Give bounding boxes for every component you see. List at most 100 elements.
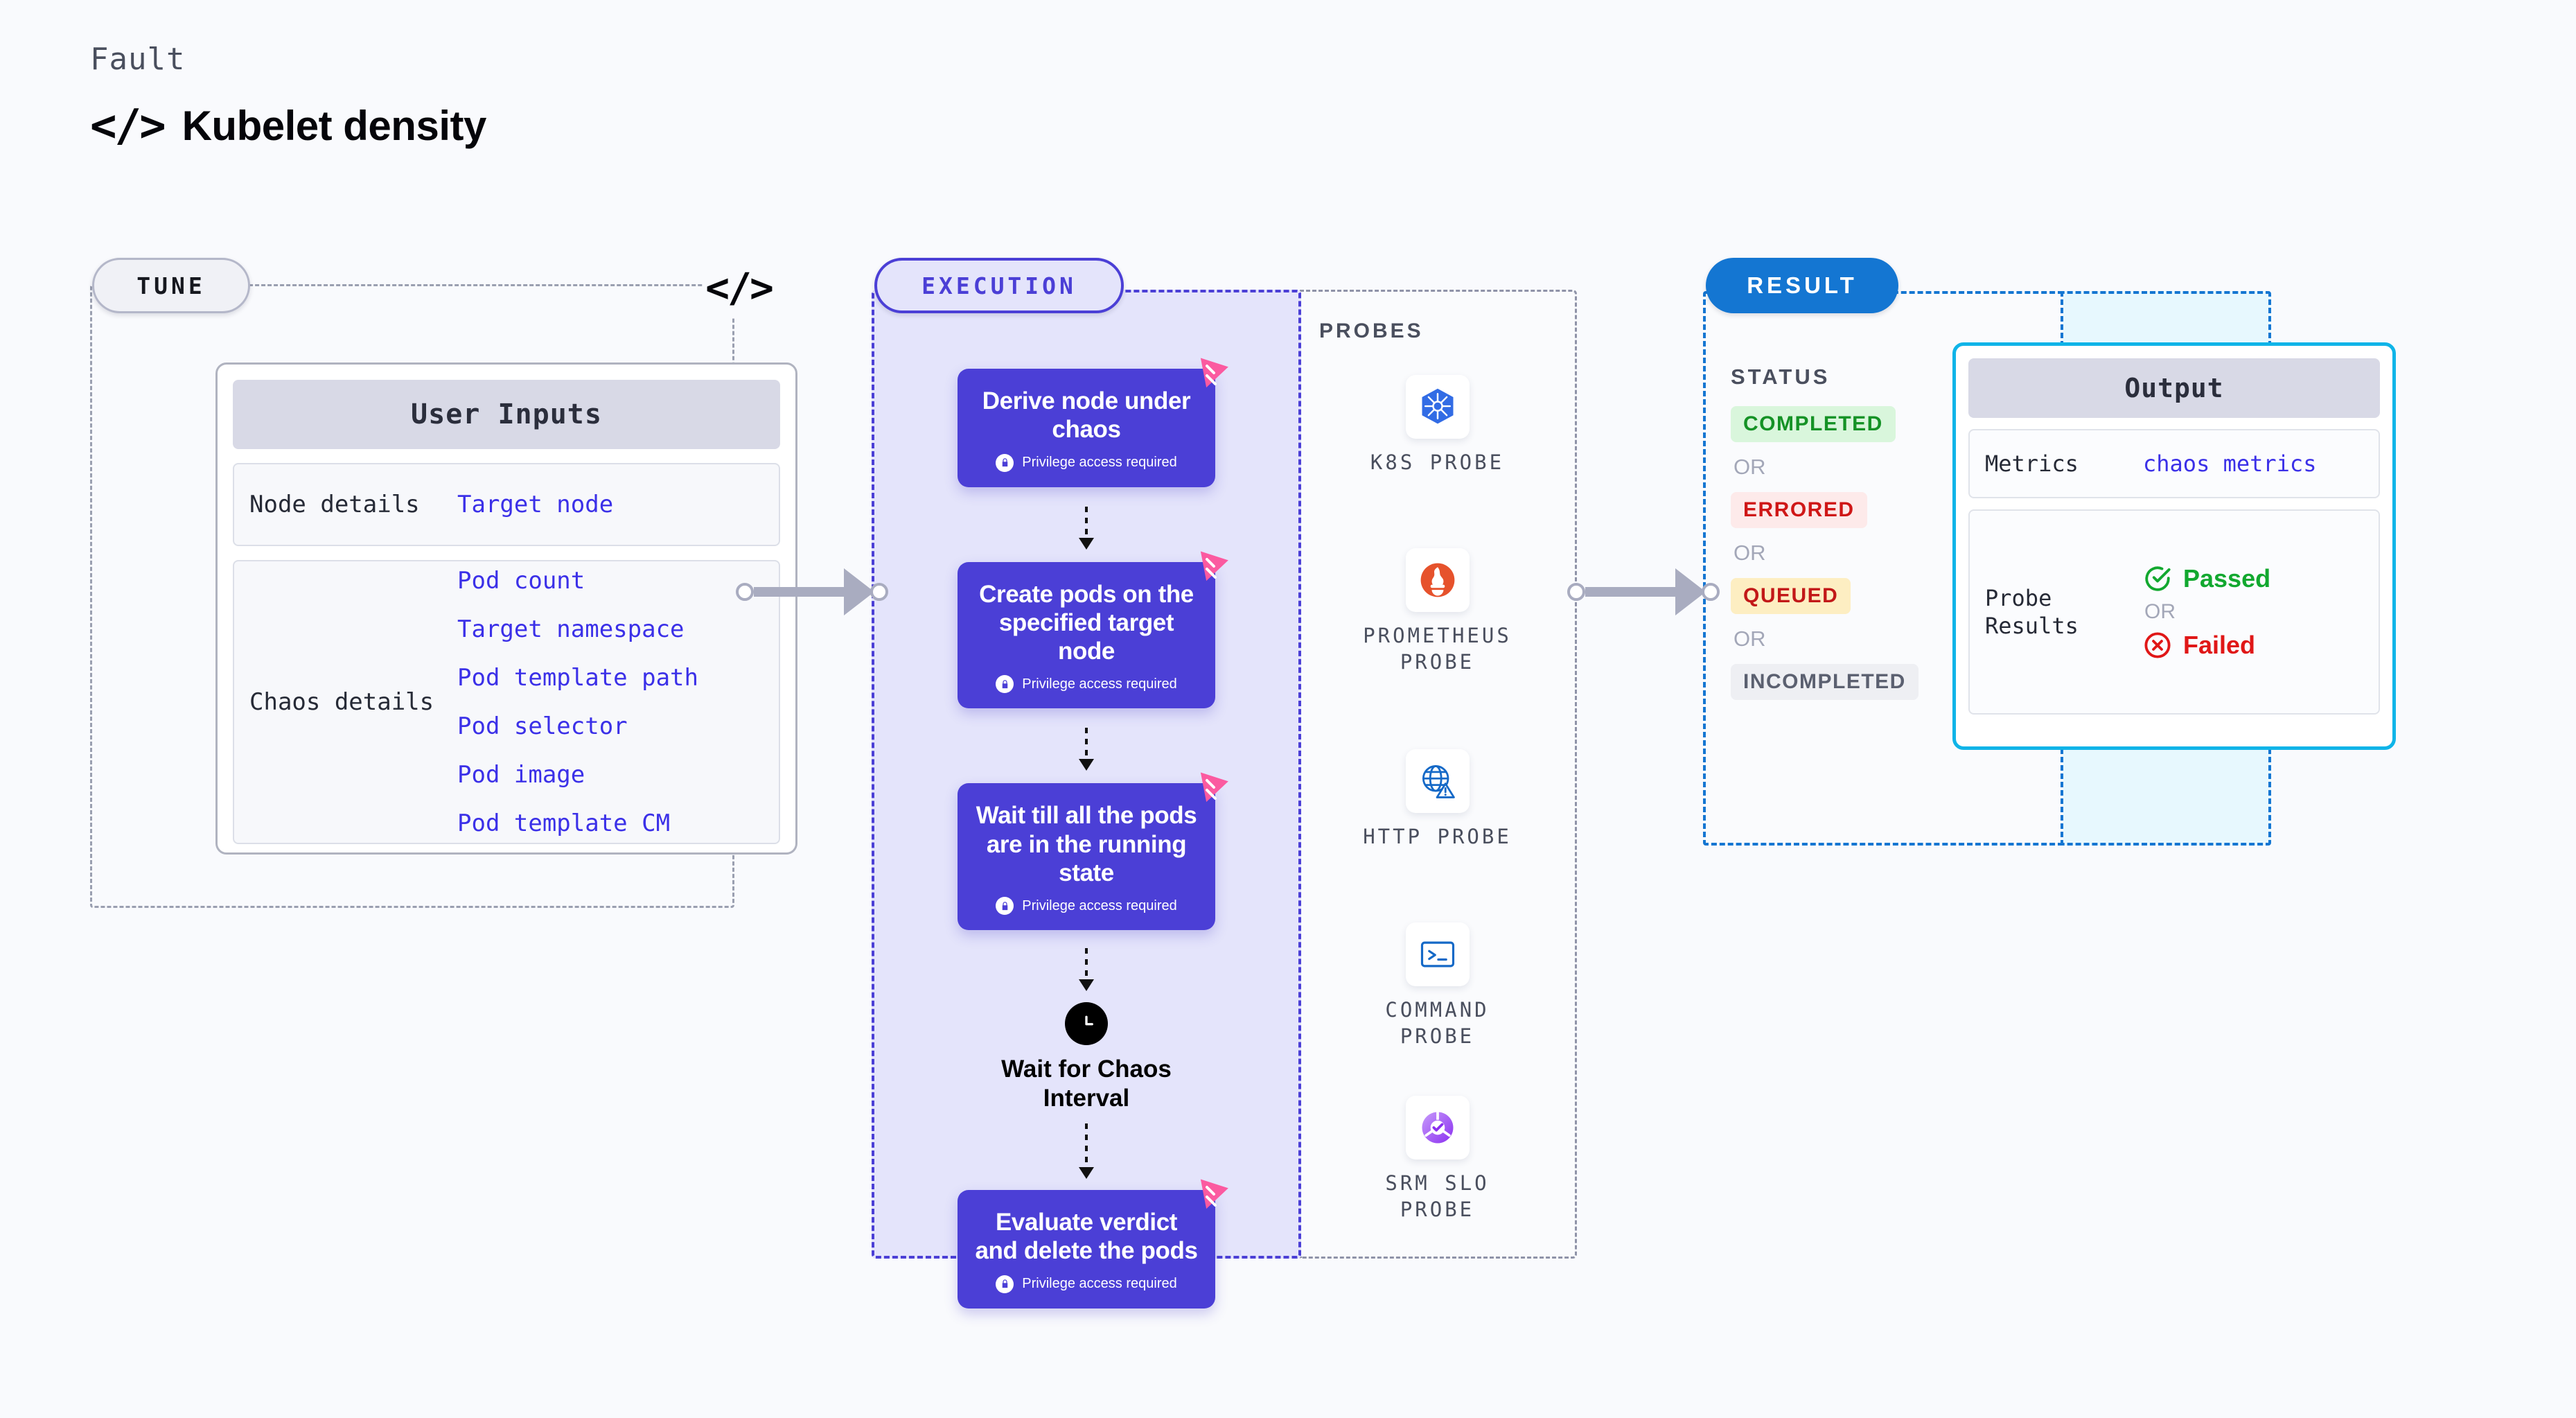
probe-srm-slo[interactable]: SRM SLO PROBE [1300,1096,1575,1223]
terminal-icon [1405,922,1470,986]
tune-chip[interactable]: TUNE [92,258,250,313]
step-title: Wait till all the pods are in the runnin… [976,802,1197,887]
node-details-key: Node details [249,491,420,518]
probe-result-or: OR [2144,600,2176,623]
execution-chip[interactable]: EXECUTION [874,258,1124,313]
step-card-create-pods[interactable]: Create pods on the specified target node… [958,551,1228,709]
user-inputs-card: User Inputs Node details Target node Cha… [215,362,797,855]
code-icon: </> [90,100,166,152]
input-target-namespace[interactable]: Target namespace [457,615,685,643]
status-list: COMPLETED OR ERRORED OR QUEUED OR INCOMP… [1731,406,1918,700]
probe-http[interactable]: HTTP PROBE [1300,749,1575,850]
harness-logo-icon [1200,358,1228,388]
probe-results-values: Passed OR Failed [2143,564,2270,660]
status-title: STATUS [1731,365,1830,389]
flow-arrow [1085,948,1088,989]
execution-panel: Derive node under chaos Privilege access… [872,290,1301,1308]
input-pod-template-path[interactable]: Pod template path [457,664,698,692]
step-card-wait-running[interactable]: Wait till all the pods are in the runnin… [958,772,1228,931]
probe-result-passed: Passed [2143,564,2270,593]
prometheus-icon [1405,548,1470,612]
page-header: Fault </> Kubelet density [90,42,486,150]
connector-arrowhead [1675,568,1706,615]
chaos-details-key: Chaos details [249,688,434,716]
connector-tune-to-execution [736,568,888,615]
probe-label-command: COMMAND PROBE [1385,998,1490,1048]
connector-dot-start [1567,583,1585,601]
status-badge-incompleted: INCOMPLETED [1731,664,1918,700]
step-title: Create pods on the specified target node [979,580,1194,665]
connector-arrowhead [844,568,874,615]
step-title: Evaluate verdict and delete the pods [975,1208,1198,1265]
lock-icon [996,675,1014,694]
probe-command[interactable]: COMMAND PROBE [1300,922,1575,1049]
connector-dot-end [1702,583,1720,601]
connector-bar [754,587,844,597]
step-card-derive-node[interactable]: Derive node under chaos Privilege access… [958,358,1228,487]
probe-label-srm-slo: SRM SLO PROBE [1385,1171,1490,1221]
probe-results-key: Probe Results [1985,585,2079,639]
harness-logo-icon [1200,772,1228,803]
step-title: Derive node under chaos [982,387,1191,444]
status-or: OR [1733,627,1766,651]
harness-logo-icon [1200,551,1228,581]
failed-label: Failed [2183,631,2256,659]
probe-prometheus[interactable]: PROMETHEUS PROBE [1300,548,1575,675]
execution-flow: Derive node under chaos Privilege access… [874,358,1298,1308]
node-details-section: Node details Target node [233,463,780,546]
metrics-value[interactable]: chaos metrics [2143,450,2317,477]
flow-arrow [1085,1123,1088,1176]
metrics-key: Metrics [1985,450,2079,477]
wait-for-chaos-interval: Wait for Chaos Interval [972,1002,1201,1112]
chaos-details-section: Chaos details Pod count Target namespace… [233,560,780,844]
node-details-values: Target node [457,491,613,518]
check-circle-icon [2145,566,2171,591]
probes-title: PROBES [1319,320,1424,342]
code-icon-tune-border: </> [703,258,775,317]
output-title: Output [1968,358,2380,418]
harness-logo-icon [1200,1179,1228,1209]
status-or: OR [1733,541,1766,565]
probes-panel: PROBES K8S PROBE PROMETHEUS PROBE [1300,290,1577,1259]
connector-bar [1585,587,1675,597]
lock-icon [996,897,1014,916]
step-card-evaluate-verdict[interactable]: Evaluate verdict and delete the pods Pri… [958,1179,1228,1308]
input-pod-selector[interactable]: Pod selector [457,712,628,740]
probe-k8s[interactable]: K8S PROBE [1300,375,1575,476]
flow-arrow [1085,506,1088,547]
output-metrics-section: Metrics chaos metrics [1968,429,2380,498]
status-badge-errored: ERRORED [1731,492,1867,528]
page-title: Kubelet density [182,103,487,149]
privilege-note: Privilege access required [973,1275,1200,1293]
passed-label: Passed [2183,564,2271,593]
privilege-text: Privilege access required [1022,1276,1177,1292]
chaos-details-values: Pod count Target namespace Pod template … [457,567,698,837]
user-inputs-title: User Inputs [233,380,780,449]
input-pod-template-cm[interactable]: Pod template CM [457,809,671,837]
privilege-note: Privilege access required [973,453,1200,472]
status-or: OR [1733,455,1766,479]
privilege-text: Privilege access required [1022,455,1177,471]
probe-label-http: HTTP PROBE [1363,825,1512,848]
input-pod-count[interactable]: Pod count [457,567,585,595]
x-circle-icon [2144,632,2171,658]
result-chip[interactable]: RESULT [1706,258,1898,313]
title-row: </> Kubelet density [90,102,486,150]
lock-icon [996,1275,1014,1293]
output-probe-results-section: Probe Results Passed OR Failed [1968,509,2380,715]
privilege-text: Privilege access required [1022,898,1177,913]
flow-arrow [1085,728,1088,769]
wait-label: Wait for Chaos Interval [1001,1056,1172,1112]
clock-icon [1065,1002,1108,1046]
input-pod-image[interactable]: Pod image [457,761,585,789]
status-badge-completed: COMPLETED [1731,406,1896,442]
privilege-note: Privilege access required [973,675,1200,694]
probe-result-failed: Failed [2143,631,2270,660]
status-badge-queued: QUEUED [1731,578,1851,614]
tune-panel: User Inputs Node details Target node Cha… [90,284,797,908]
probe-label-k8s: K8S PROBE [1370,450,1505,474]
eyebrow-label: Fault [90,42,186,77]
output-card: Output Metrics chaos metrics Probe Resul… [1952,342,2396,750]
input-target-node[interactable]: Target node [457,491,614,518]
probe-label-prometheus: PROMETHEUS PROBE [1363,624,1512,674]
